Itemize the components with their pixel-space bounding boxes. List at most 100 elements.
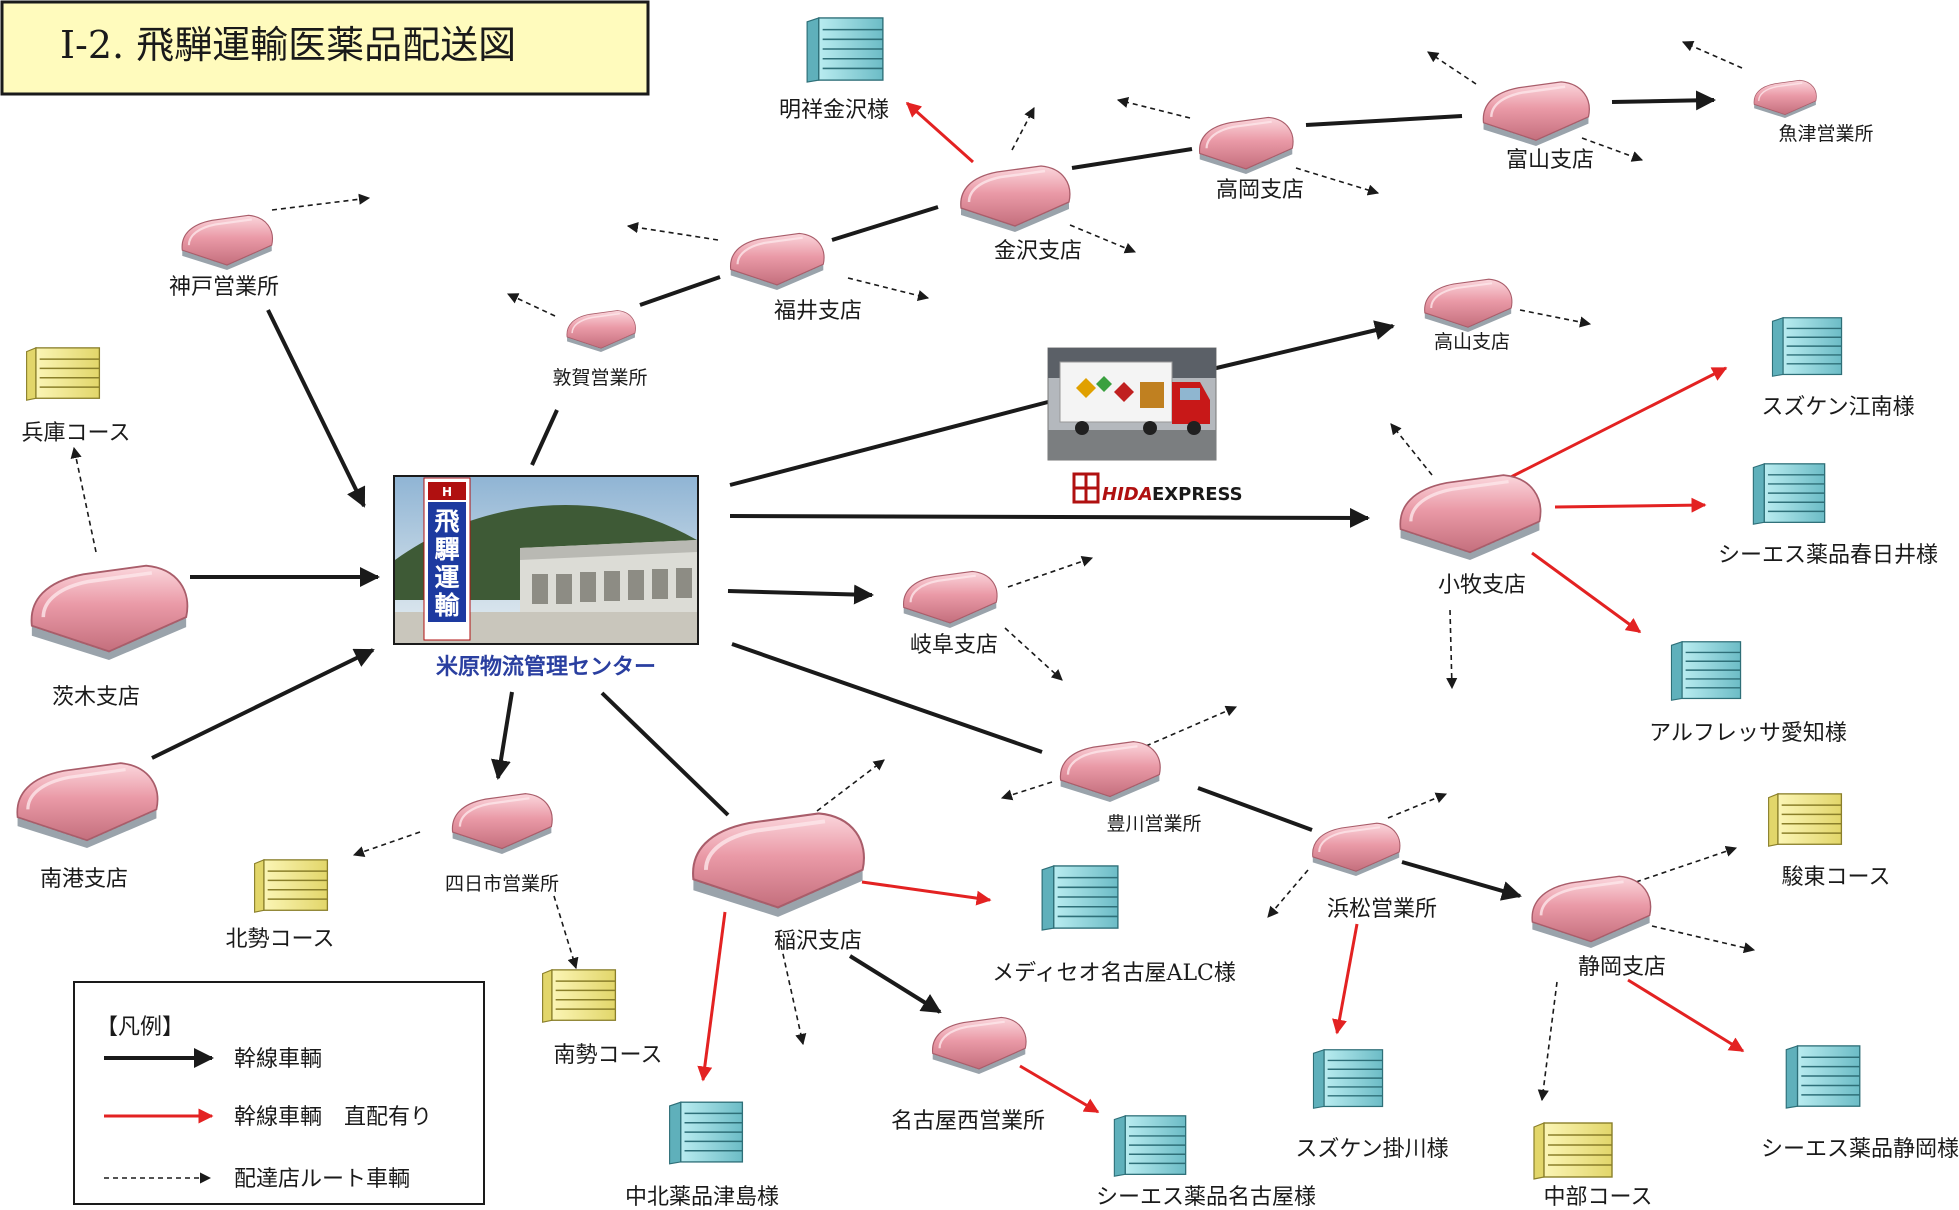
legend-route-label: 配達店ルート車輌 bbox=[234, 1167, 410, 1192]
trunk-center-yokkaichi bbox=[491, 691, 514, 780]
trunk-fukui-kanazawa bbox=[831, 205, 939, 242]
direct-inazawa-chuhoku bbox=[697, 911, 727, 1082]
node-hamamatsu: 浜松営業所 bbox=[1327, 897, 1437, 922]
center-label: 米原物流管理センター bbox=[436, 654, 656, 680]
course-icon bbox=[1767, 793, 1843, 847]
trunk-nanko-center bbox=[151, 648, 375, 760]
trunk-hamamatsu-shizuoka bbox=[1401, 860, 1522, 901]
node-nagoya-nishi: 名古屋西営業所 bbox=[891, 1109, 1045, 1134]
warehouse-icon bbox=[15, 761, 160, 848]
route-shizuoka-chubu bbox=[1537, 981, 1558, 1102]
direct-kanazawa-meisho bbox=[905, 101, 974, 164]
warehouse-icon bbox=[566, 309, 637, 352]
warehouse-icon bbox=[1059, 740, 1162, 802]
node-labels: 神戸営業所 兵庫コース 茨木支店 南港支店 敦賀営業所 福井支店 金沢支店 明祥… bbox=[22, 98, 1959, 1210]
page-title: Ⅰ-2. 飛騨運輸医薬品配送図 bbox=[60, 23, 516, 67]
trunk-center-toyokawa bbox=[731, 642, 1043, 754]
route-toyokawa-left bbox=[1000, 781, 1053, 801]
route-fukui-right bbox=[847, 277, 930, 301]
legend-heading: 【凡例】 bbox=[96, 1015, 184, 1040]
trunk-tsuruga-fukui bbox=[639, 275, 721, 307]
center-sign-char: 驒 bbox=[434, 535, 459, 564]
node-komaki: 小牧支店 bbox=[1438, 573, 1526, 598]
direct-lines bbox=[697, 101, 1745, 1114]
warehouse-icon bbox=[1398, 473, 1543, 560]
trunk-toyama-uozu bbox=[1611, 90, 1716, 111]
node-toyama: 富山支店 bbox=[1506, 148, 1594, 173]
trunk-center-gifu bbox=[727, 584, 874, 605]
warehouse-icon bbox=[691, 811, 866, 918]
route-shizuoka-right bbox=[1651, 925, 1756, 954]
trunk-truck-takayama bbox=[1207, 320, 1395, 372]
facility-icon bbox=[1670, 640, 1742, 702]
hida-express-logo: HIDA EXPRESS bbox=[1072, 472, 1243, 505]
legend: 【凡例】 幹線車輌 幹線車輌 直配有り 配達店ルート車輌 bbox=[73, 981, 485, 1205]
trunk-toyokawa-hamamatsu bbox=[1197, 786, 1313, 832]
node-ibaraki: 茨木支店 bbox=[52, 685, 140, 710]
route-komaki-down bbox=[1446, 609, 1458, 690]
route-inazawa-down bbox=[780, 944, 807, 1046]
route-tsuruga bbox=[506, 293, 556, 317]
node-kobe: 神戸営業所 bbox=[169, 275, 279, 300]
direct-komaki-ces-kasugai bbox=[1554, 497, 1707, 513]
trunk-center-tsuruga bbox=[530, 409, 559, 466]
direct-komaki-alfresa bbox=[1531, 551, 1642, 634]
route-takaoka-right bbox=[1295, 167, 1380, 196]
trunk-center-truck bbox=[729, 400, 1049, 487]
trunk-center-komaki bbox=[729, 507, 1370, 528]
warehouse-icon bbox=[29, 563, 190, 660]
route-yokkaichi-hokusei bbox=[352, 831, 421, 857]
node-ces-shizuoka: シーエス薬品静岡様 bbox=[1761, 1137, 1959, 1162]
node-tsuruga: 敦賀営業所 bbox=[552, 367, 647, 389]
center-sign-char: 運 bbox=[434, 563, 459, 592]
warehouse-icon bbox=[959, 164, 1072, 232]
node-hyogo: 兵庫コース bbox=[22, 421, 131, 446]
warehouse-icon bbox=[1311, 822, 1401, 876]
route-lines bbox=[70, 40, 1756, 1102]
route-takaoka-left bbox=[1116, 97, 1191, 119]
truck-photo bbox=[1047, 347, 1217, 461]
route-komaki-up bbox=[1390, 423, 1433, 476]
node-medisseo: メディセオ名古屋ALC様 bbox=[992, 961, 1236, 986]
route-kobe bbox=[271, 193, 371, 211]
legend-trunk-label: 幹線車輌 bbox=[234, 1047, 322, 1072]
node-suzuken-kakegawa: スズケン掛川様 bbox=[1295, 1137, 1448, 1162]
node-fukui: 福井支店 bbox=[774, 299, 862, 324]
node-gifu: 岐阜支店 bbox=[910, 633, 998, 658]
trunk-takaoka-toyama bbox=[1305, 114, 1463, 127]
route-kanazawa-right bbox=[1069, 224, 1137, 254]
node-chubu: 中部コース bbox=[1544, 1185, 1653, 1210]
node-toyokawa: 豊川営業所 bbox=[1106, 813, 1201, 835]
facility-icon bbox=[1771, 316, 1843, 378]
route-kanazawa-up bbox=[1011, 107, 1035, 151]
facility-icon bbox=[1113, 1114, 1187, 1178]
center-sign-char: 輸 bbox=[434, 591, 460, 620]
direct-inazawa-medisseo bbox=[861, 880, 992, 906]
warehouse-icon bbox=[1198, 116, 1295, 174]
warehouse-icon bbox=[1530, 874, 1652, 948]
direct-komaki-suzuken-konan bbox=[1504, 366, 1728, 482]
node-alfresa: アルフレッサ愛知様 bbox=[1649, 721, 1847, 746]
node-uozu: 魚津営業所 bbox=[1778, 123, 1873, 145]
trunk-center-inazawa bbox=[600, 691, 730, 817]
direct-shizuoka-ces-shizuoka bbox=[1627, 978, 1745, 1053]
route-gifu-right bbox=[1007, 555, 1094, 588]
facility-icon bbox=[1041, 864, 1119, 932]
route-toyokawa-right bbox=[1145, 705, 1238, 747]
warehouse-icon bbox=[1482, 80, 1591, 146]
node-hokusei: 北勢コース bbox=[226, 927, 335, 952]
node-inazawa: 稲沢支店 bbox=[774, 929, 862, 954]
trunk-lines bbox=[151, 90, 1716, 1014]
direct-nagoya-nishi-ces-nagoya bbox=[1019, 1064, 1100, 1114]
facility-icon bbox=[1752, 462, 1826, 526]
node-ces-nagoya: シーエス薬品名古屋様 bbox=[1096, 1185, 1316, 1210]
node-nanko: 南港支店 bbox=[40, 867, 128, 892]
svg-text:H: H bbox=[442, 485, 452, 499]
route-inazawa-up bbox=[816, 759, 885, 812]
facility-icon bbox=[1312, 1048, 1384, 1110]
trunk-kanazawa-takaoka bbox=[1071, 147, 1193, 170]
route-toyama-up bbox=[1427, 51, 1477, 85]
legend-direct-label: 幹線車輌 直配有り bbox=[234, 1105, 432, 1130]
node-takayama: 高山支店 bbox=[1434, 331, 1510, 353]
